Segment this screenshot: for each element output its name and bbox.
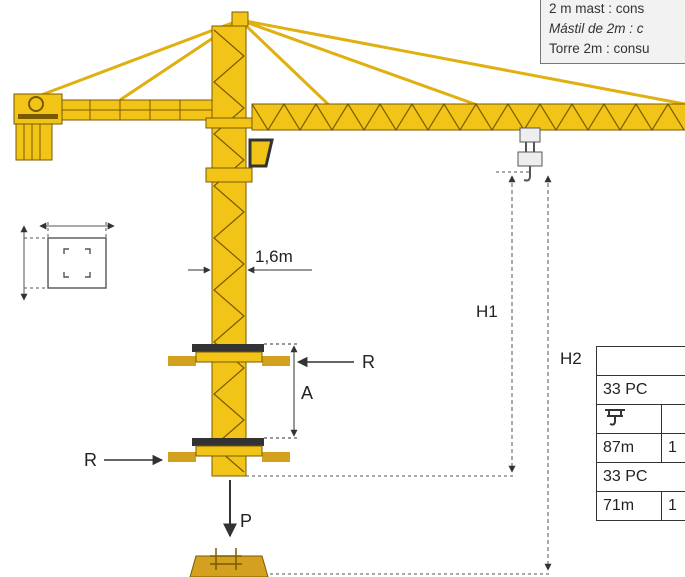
table-cell: 87m bbox=[596, 433, 662, 463]
collar-top bbox=[168, 344, 290, 366]
collar-bottom bbox=[168, 438, 290, 462]
table-row: 33 PC bbox=[596, 462, 685, 492]
hook-height-dimension bbox=[246, 171, 530, 477]
mast-note-box: 2 m mast : cons Mástil de 2m : c Torre 2… bbox=[540, 0, 685, 64]
jib bbox=[251, 102, 685, 132]
table-row bbox=[596, 404, 685, 434]
note-line-fr: Torre 2m : consu bbox=[549, 41, 650, 56]
table-cell: 1 bbox=[661, 433, 685, 463]
spacing-label: A bbox=[301, 383, 314, 403]
table-cell: 33 PC bbox=[596, 375, 685, 405]
slewing-unit bbox=[205, 117, 253, 183]
tower-head bbox=[231, 11, 249, 27]
load-label: P bbox=[240, 511, 253, 531]
table-cell bbox=[596, 346, 685, 376]
collar-spacing-dimension bbox=[264, 343, 300, 439]
mast-width-label: 1,6m bbox=[255, 247, 293, 266]
mast-section-plan bbox=[20, 222, 115, 301]
table-cell: 71m bbox=[596, 491, 662, 521]
reaction-top-label: R bbox=[362, 352, 375, 372]
hook-height-label: H1 bbox=[476, 302, 498, 321]
reaction-bottom-label: R bbox=[84, 450, 97, 470]
hook-icon bbox=[605, 408, 625, 426]
counterweight bbox=[13, 93, 63, 161]
table-cell: 1 bbox=[661, 491, 685, 521]
total-height-dimension bbox=[270, 175, 552, 575]
table-cell bbox=[661, 404, 685, 434]
table-cell bbox=[596, 404, 662, 434]
crane-cabin bbox=[248, 138, 274, 168]
table-cell: 33 PC bbox=[596, 462, 685, 492]
table-row bbox=[596, 346, 685, 376]
counter-jib bbox=[13, 99, 215, 121]
total-height-label: H2 bbox=[560, 349, 582, 368]
table-row: 33 PC bbox=[596, 375, 685, 405]
trolley-hook bbox=[517, 127, 543, 182]
note-line-en: 2 m mast : cons bbox=[549, 1, 645, 16]
mast bbox=[211, 25, 247, 477]
potain-logo-icon bbox=[18, 96, 58, 119]
note-line-es: Mástil de 2m : c bbox=[549, 21, 644, 36]
foundation-block bbox=[189, 548, 269, 577]
